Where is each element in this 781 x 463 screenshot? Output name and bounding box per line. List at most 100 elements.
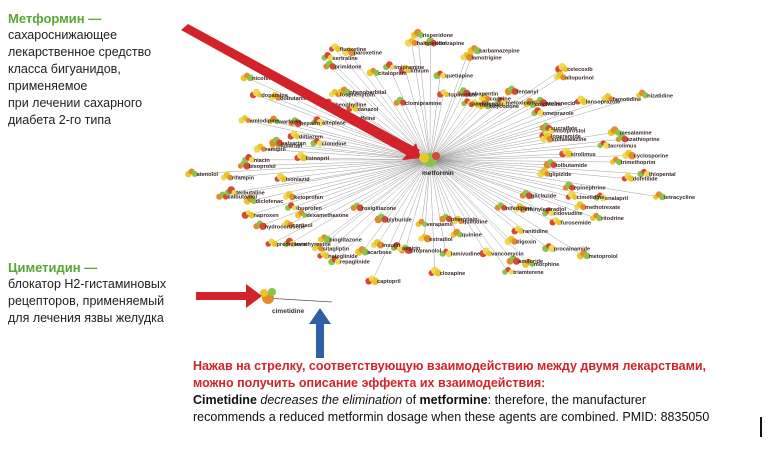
- drug-node[interactable]: [310, 138, 324, 147]
- drug-node[interactable]: [424, 37, 437, 47]
- interaction-edge[interactable]: [429, 159, 527, 196]
- interaction-edge[interactable]: [429, 159, 458, 222]
- interaction-edge[interactable]: [429, 130, 549, 161]
- interaction-edge[interactable]: [429, 159, 519, 232]
- drug-node[interactable]: [370, 239, 384, 249]
- drug-node[interactable]: [437, 89, 450, 98]
- interaction-edge[interactable]: [429, 139, 622, 161]
- drug-node[interactable]: [253, 143, 267, 153]
- interaction-edge[interactable]: [271, 159, 431, 245]
- drug-node[interactable]: [511, 225, 524, 235]
- interaction-edge[interactable]: [334, 48, 431, 161]
- interaction-edge[interactable]: [396, 159, 431, 249]
- drug-node[interactable]: [328, 256, 342, 266]
- interaction-edge[interactable]: [429, 57, 467, 161]
- drug-node[interactable]: [555, 62, 569, 73]
- drug-node[interactable]: [415, 218, 428, 227]
- interaction-edge[interactable]: [362, 159, 431, 253]
- drug-node[interactable]: [383, 61, 396, 71]
- drug-node[interactable]: [574, 95, 588, 106]
- drug-node[interactable]: [576, 249, 591, 260]
- interaction-edge[interactable]: [280, 159, 431, 180]
- drug-node[interactable]: [519, 189, 533, 200]
- interaction-edge[interactable]: [429, 155, 629, 161]
- drug-node[interactable]: [540, 133, 554, 143]
- interaction-edge[interactable]: [429, 104, 530, 161]
- interaction-edge[interactable]: [429, 159, 616, 163]
- drug-node[interactable]: [553, 71, 567, 81]
- drug-node[interactable]: [559, 147, 573, 158]
- drug-node[interactable]: [269, 136, 283, 147]
- interaction-edge[interactable]: [429, 105, 485, 161]
- cimetidine-metformin-edge[interactable]: [264, 297, 333, 303]
- drug-node[interactable]: [185, 168, 198, 178]
- interaction-edge[interactable]: [289, 159, 431, 198]
- drug-node[interactable]: [311, 242, 324, 252]
- interaction-edge[interactable]: [399, 102, 431, 161]
- interaction-edge[interactable]: [429, 50, 475, 161]
- interaction-edge[interactable]: [429, 95, 643, 161]
- drug-node[interactable]: [479, 247, 493, 258]
- interaction-edge[interactable]: [323, 159, 431, 257]
- drug-node[interactable]: [542, 243, 556, 253]
- interaction-edge[interactable]: [226, 159, 431, 178]
- drug-node[interactable]: [294, 151, 308, 162]
- drug-node[interactable]: [355, 246, 369, 256]
- drug-node[interactable]: [281, 219, 294, 229]
- drug-node[interactable]: [615, 133, 629, 143]
- drug-node[interactable]: [317, 250, 330, 260]
- interaction-edge[interactable]: [260, 148, 431, 161]
- interaction-edge[interactable]: [244, 120, 431, 161]
- interaction-edge[interactable]: [429, 102, 502, 161]
- drug-node[interactable]: [323, 60, 336, 70]
- drug-node[interactable]: [216, 191, 229, 200]
- interaction-edge[interactable]: [429, 132, 615, 161]
- drug-node[interactable]: [494, 202, 507, 211]
- interaction-edge[interactable]: [287, 159, 431, 226]
- drug-node[interactable]: [593, 192, 607, 202]
- interaction-edge[interactable]: [429, 135, 547, 161]
- drug-node[interactable]: [428, 266, 442, 277]
- drug-node[interactable]: [285, 202, 297, 211]
- interaction-edge[interactable]: [389, 67, 431, 161]
- drug-node[interactable]: [574, 201, 587, 211]
- interaction-edge[interactable]: [405, 159, 431, 251]
- interaction-edge[interactable]: [411, 42, 431, 161]
- interaction-edge[interactable]: [334, 159, 431, 262]
- interaction-edge[interactable]: [381, 159, 431, 220]
- drug-node[interactable]: [274, 172, 288, 183]
- interaction-edge[interactable]: [429, 145, 604, 161]
- drug-node[interactable]: [366, 67, 380, 77]
- interaction-edge[interactable]: [429, 104, 475, 161]
- interaction-edge[interactable]: [429, 159, 569, 188]
- drug-node[interactable]: [502, 266, 515, 275]
- drug-node[interactable]: [241, 210, 255, 219]
- interaction-edge[interactable]: [429, 159, 581, 208]
- interaction-edge[interactable]: [429, 159, 572, 198]
- drug-node[interactable]: [537, 167, 550, 178]
- drug-node[interactable]: [534, 96, 548, 107]
- drug-node[interactable]: [460, 51, 474, 61]
- drug-node[interactable]: [439, 248, 453, 258]
- drug-node[interactable]: [450, 228, 463, 238]
- drug-node[interactable]: [249, 88, 263, 99]
- drug-node[interactable]: [609, 156, 623, 166]
- drug-node[interactable]: [311, 116, 325, 127]
- interaction-edge[interactable]: [429, 93, 464, 161]
- interaction-edge[interactable]: [371, 159, 431, 282]
- drug-node[interactable]: [457, 87, 471, 97]
- interaction-edge[interactable]: [429, 159, 520, 210]
- interaction-edge[interactable]: [429, 159, 556, 223]
- interaction-edge[interactable]: [429, 98, 485, 161]
- drug-node[interactable]: [398, 64, 412, 74]
- interaction-edge[interactable]: [429, 159, 487, 254]
- drug-node[interactable]: [393, 96, 407, 106]
- interaction-edge[interactable]: [429, 94, 444, 161]
- interaction-edge[interactable]: [429, 159, 551, 166]
- interaction-edge[interactable]: [429, 69, 563, 161]
- interaction-edge[interactable]: [429, 159, 549, 214]
- drug-node[interactable]: [265, 238, 278, 247]
- drug-node[interactable]: [321, 52, 334, 61]
- interaction-edge[interactable]: [248, 159, 431, 216]
- drug-node[interactable]: [283, 191, 296, 201]
